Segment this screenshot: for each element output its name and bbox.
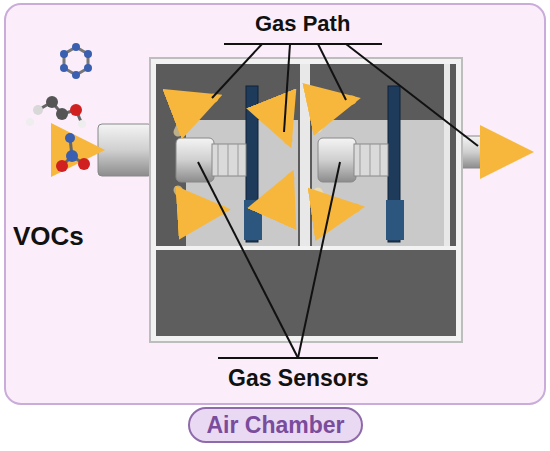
gas-sensor xyxy=(354,144,388,176)
gas-flow-arrows xyxy=(60,98,525,210)
leader-lines xyxy=(198,44,478,358)
divider xyxy=(300,64,310,246)
compartment-right xyxy=(312,120,444,246)
background-panel xyxy=(5,4,545,404)
chamber-housing xyxy=(150,58,462,342)
inlet-tube xyxy=(98,124,152,176)
label-text: VOCs xyxy=(13,221,84,252)
sensor-pcb xyxy=(244,200,262,240)
voc-molecules xyxy=(26,43,92,172)
title-text: Air Chamber xyxy=(206,412,344,439)
gas-sensor xyxy=(176,138,214,182)
chamber-upper xyxy=(156,64,456,246)
label-text: Gas Path xyxy=(255,11,350,37)
label-text: Gas Sensors xyxy=(228,365,369,392)
gas-sensor xyxy=(212,144,246,176)
sensor-pcb xyxy=(386,200,404,240)
title-pill: Air Chamber xyxy=(188,407,363,443)
divider xyxy=(444,64,450,246)
